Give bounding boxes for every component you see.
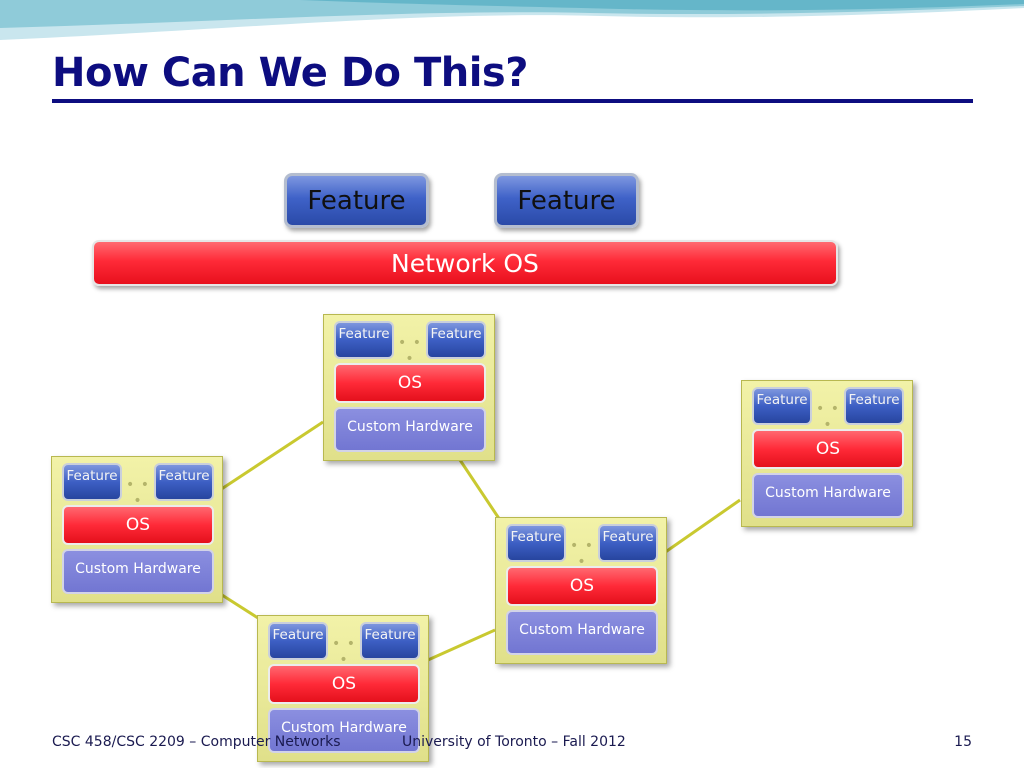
node-feature-box[interactable]: Feature bbox=[334, 321, 394, 359]
ellipsis-dots: • • • bbox=[126, 477, 150, 509]
node-feature-box[interactable]: Feature bbox=[62, 463, 122, 501]
ellipsis-dots: • • • bbox=[398, 335, 422, 367]
switch-node-left: Feature • • • Feature OS Custom Hardware bbox=[51, 456, 223, 603]
node-os-bar[interactable]: OS bbox=[752, 429, 904, 469]
slide-number: 15 bbox=[954, 734, 972, 750]
node-feature-box[interactable]: Feature bbox=[360, 622, 420, 660]
node-os-bar[interactable]: OS bbox=[334, 363, 486, 403]
node-hardware-bar[interactable]: Custom Hardware bbox=[506, 610, 658, 655]
node-hardware-bar[interactable]: Custom Hardware bbox=[268, 708, 420, 753]
top-feature-button-2[interactable]: Feature bbox=[494, 173, 639, 228]
node-feature-box[interactable]: Feature bbox=[752, 387, 812, 425]
node-hardware-bar[interactable]: Custom Hardware bbox=[752, 473, 904, 518]
slide-title: How Can We Do This? bbox=[52, 50, 528, 96]
switch-node-center: Feature • • • Feature OS Custom Hardware bbox=[495, 517, 667, 664]
footer-university: University of Toronto – Fall 2012 bbox=[402, 734, 626, 750]
switch-node-right: Feature • • • Feature OS Custom Hardware bbox=[741, 380, 913, 527]
node-feature-box[interactable]: Feature bbox=[268, 622, 328, 660]
ellipsis-dots: • • • bbox=[570, 538, 594, 570]
node-feature-box[interactable]: Feature bbox=[426, 321, 486, 359]
header-wave-decoration bbox=[0, 0, 1024, 40]
node-feature-box[interactable]: Feature bbox=[844, 387, 904, 425]
switch-node-top: Feature • • • Feature OS Custom Hardware bbox=[323, 314, 495, 461]
network-os-bar[interactable]: Network OS bbox=[92, 240, 838, 286]
title-underline bbox=[52, 99, 973, 103]
node-feature-box[interactable]: Feature bbox=[154, 463, 214, 501]
switch-node-bottom: Feature • • • Feature OS Custom Hardware bbox=[257, 615, 429, 762]
ellipsis-dots: • • • bbox=[816, 401, 840, 433]
node-os-bar[interactable]: OS bbox=[506, 566, 658, 606]
node-hardware-bar[interactable]: Custom Hardware bbox=[334, 407, 486, 452]
node-os-bar[interactable]: OS bbox=[268, 664, 420, 704]
node-hardware-bar[interactable]: Custom Hardware bbox=[62, 549, 214, 594]
footer-course: CSC 458/CSC 2209 – Computer Networks bbox=[52, 734, 341, 750]
top-feature-button-1[interactable]: Feature bbox=[284, 173, 429, 228]
node-os-bar[interactable]: OS bbox=[62, 505, 214, 545]
ellipsis-dots: • • • bbox=[332, 636, 356, 668]
node-feature-box[interactable]: Feature bbox=[506, 524, 566, 562]
node-feature-box[interactable]: Feature bbox=[598, 524, 658, 562]
